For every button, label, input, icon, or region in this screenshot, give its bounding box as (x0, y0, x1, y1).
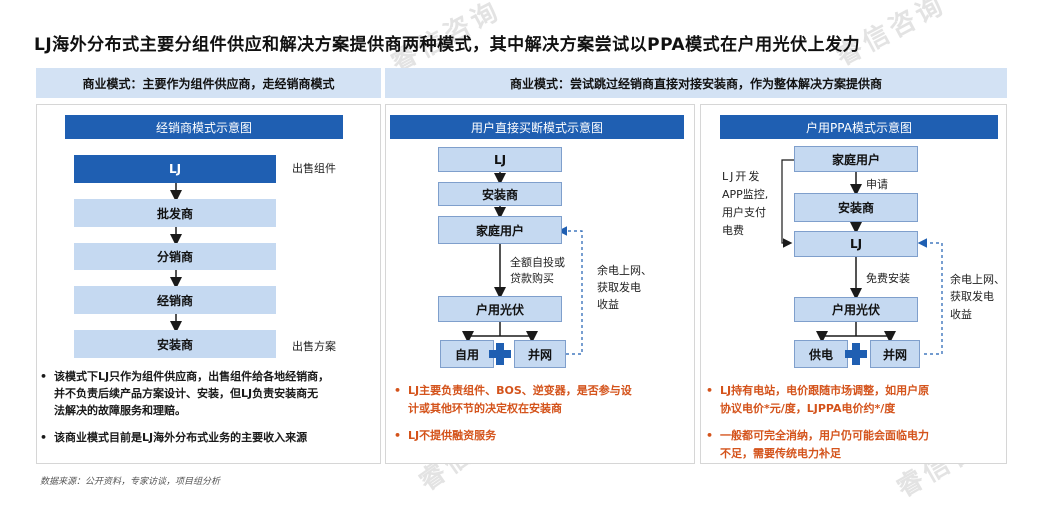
panel3-free-install-label: 免费安装 (866, 272, 910, 285)
panel3-step-installer: 安装商 (794, 193, 918, 222)
panel3-left-label: LJ开发 (722, 170, 762, 183)
panel3-side-label: 获取发电 (950, 290, 994, 303)
panel1-bullet: •该模式下LJ只作为组件供应商，出售组件给各地经销商， (40, 370, 330, 383)
plus-icon (845, 343, 867, 365)
panel2-step-installer: 安装商 (438, 182, 562, 206)
panel2-bullet: •LJ不提供融资服务 (394, 429, 497, 442)
page-title: LJ海外分布式主要分组件供应和解决方案提供商两种模式，其中解决方案尝试以PPA模… (34, 35, 861, 55)
panel3-bullet: •LJ持有电站，电价跟随市场调整，如用户原 (706, 384, 930, 397)
panel3-left-label: APP监控, (722, 188, 769, 201)
panel3-apply-label: 申请 (866, 178, 888, 191)
panel1-label-sell-solution: 出售方案 (292, 340, 336, 353)
panel1-bullet-cont: 法解决的故障服务和理赔。 (54, 404, 186, 417)
panel1-step-distributor: 经销商 (74, 286, 276, 314)
panel2-side-label: 余电上网、 (597, 264, 652, 277)
panel3-side-label: 收益 (950, 308, 972, 321)
panel2-arrow-label: 贷款购买 (510, 272, 554, 285)
panel1-step-wholesaler: 批发商 (74, 199, 276, 227)
panel2-grid: 并网 (514, 340, 566, 368)
panel3-step-lj: LJ (794, 231, 918, 257)
panel2-bullet-cont: 计或其他环节的决定权在安装商 (408, 402, 562, 415)
panel1-step-sub-distributor: 分销商 (74, 243, 276, 270)
panel2-step-household: 家庭用户 (438, 216, 562, 244)
panel1-header: 经销商模式示意图 (65, 115, 343, 139)
panel2-bullet: •LJ主要负责组件、BOS、逆变器，是否参与设 (394, 384, 632, 397)
panel1-step-installer: 安装商 (74, 330, 276, 358)
panel2-side-label: 获取发电 (597, 281, 641, 294)
panel3-step-rooftop-pv: 户用光伏 (794, 297, 918, 322)
model-right-header: 商业模式：尝试跳过经销商直接对接安装商，作为整体解决方案提供商 (385, 68, 1007, 98)
panel1-label-sell-modules: 出售组件 (292, 162, 336, 175)
panel2-self-use: 自用 (440, 340, 494, 368)
panel3-power-supply: 供电 (794, 340, 848, 368)
panel2-step-rooftop-pv: 户用光伏 (438, 296, 562, 322)
source-note: 数据来源：公开资料，专家访谈，项目组分析 (40, 477, 221, 487)
panel3-grid: 并网 (870, 340, 920, 368)
panel3-left-label: 用户支付 (722, 206, 766, 219)
panel3-left-label: 电费 (722, 224, 744, 237)
panel2-arrow-label: 全额自投或 (510, 256, 565, 269)
panel1-bullet-cont: 并不负责后续产品方案设计、安装，但LJ负责安装商无 (54, 387, 319, 400)
panel3-bullet-cont: 不足，需要传统电力补足 (720, 447, 841, 460)
panel3-step-household: 家庭用户 (794, 146, 918, 172)
plus-icon (489, 343, 511, 365)
panel2-side-label: 收益 (597, 298, 619, 311)
model-left-header: 商业模式：主要作为组件供应商，走经销商模式 (36, 68, 381, 98)
panel1-bullet: •该商业模式目前是LJ海外分布式业务的主要收入来源 (40, 431, 308, 444)
panel3-bullet: •一般都可完全消纳，用户仍可能会面临电力 (706, 429, 929, 442)
panel1-step-lj: LJ (74, 155, 276, 183)
panel3-header: 户用PPA模式示意图 (720, 115, 998, 139)
panel3-side-label: 余电上网、 (950, 273, 1005, 286)
panel3-bullet-cont: 协议电价*元/度，LJPPA电价约*/度 (720, 402, 896, 415)
panel2-step-lj: LJ (438, 147, 562, 172)
panel2-header: 用户直接买断模式示意图 (390, 115, 684, 139)
